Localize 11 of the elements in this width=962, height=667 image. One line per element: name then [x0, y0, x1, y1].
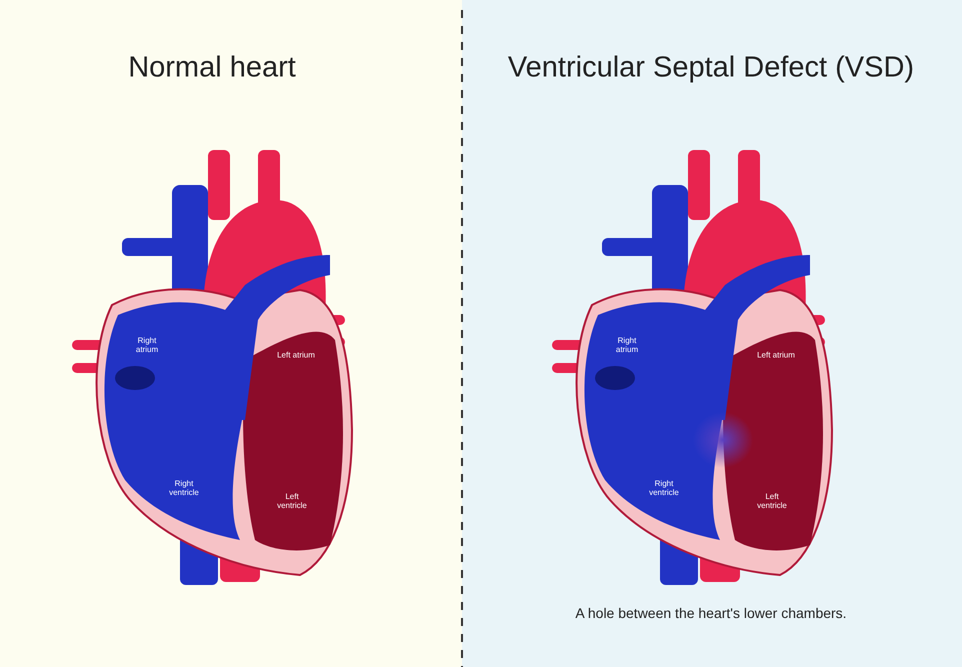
chamber-label: Right atrium [614, 336, 640, 354]
chamber-label: Left atrium [756, 350, 796, 360]
caption-text: A hole between the heart's lower chambers. [575, 605, 847, 621]
chamber-label: Left ventricle [276, 492, 308, 510]
chamber-label: Left atrium [276, 350, 316, 360]
heading: Normal heart [128, 52, 296, 84]
heading: Ventricular Septal Defect (VSD) [508, 52, 914, 84]
chamber-label: Right ventricle [648, 479, 680, 497]
chamber-label: Left ventricle [756, 492, 788, 510]
chamber-label: Right atrium [134, 336, 160, 354]
chamber-label: Right ventricle [168, 479, 200, 497]
